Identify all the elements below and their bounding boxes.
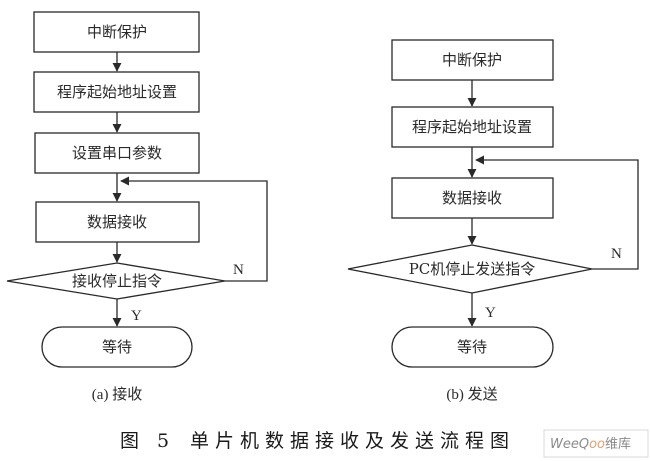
node-serial-params-a: 设置串口参数 [34,132,200,174]
watermark-frame [543,429,649,458]
node-label: 数据接收 [87,213,147,231]
process-box [391,39,554,81]
node-data-receive-b: 数据接收 [391,177,554,219]
node-label: 程序起始地址设置 [57,83,177,101]
no-label: N [233,262,244,278]
terminal-wait-a: 等待 [41,326,193,368]
decision-pc-stop-send: PC机停止发送指令 [347,244,593,294]
yes-label: Y [485,305,496,321]
node-label: 设置串口参数 [72,144,162,162]
terminal-label: 等待 [457,338,487,356]
subfigure-caption-b: (b) 发送 [446,386,497,403]
node-program-start-address-b: 程序起始地址设置 [391,106,554,148]
loop-back-no-a [120,176,268,282]
watermark-chinese: 维库 [605,436,631,452]
node-label: 中断保护 [442,51,502,69]
node-label: 数据接收 [442,189,502,207]
no-label: N [611,246,622,262]
subfigure-caption-a: (a) 接收 [92,386,142,403]
node-label: 中断保护 [87,23,147,41]
figure-title: 单片机数据接收及发送流程图 [190,430,515,452]
process-box [33,11,200,53]
watermark-wee: Wee [550,437,579,452]
decision-label: PC机停止发送指令 [409,260,536,278]
watermark-oo: oo [589,437,605,452]
decision-receive-stop: 接收停止指令 [6,262,226,300]
figure-caption: 图 5 单片机数据接收及发送流程图 [120,430,515,452]
node-label: 程序起始地址设置 [412,118,532,136]
terminal-shape [41,326,193,368]
decision-label: 接收停止指令 [72,272,162,290]
send-flowchart: 中断保护 程序起始地址设置 数据接收 PC机停止发送指令 N Y 等待 [347,39,639,403]
process-box [391,177,554,219]
yes-label: Y [131,308,142,324]
receive-flowchart: 中断保护 程序起始地址设置 设置串口参数 数据接收 接收停止指令 N [6,11,268,403]
node-program-start-address-a: 程序起始地址设置 [33,71,200,113]
process-box [34,132,200,174]
node-interrupt-protect-a: 中断保护 [33,11,200,53]
terminal-wait-b: 等待 [391,326,554,368]
loop-back-no-b [475,155,639,270]
watermark-text: WeeQoo维库 [550,436,631,452]
terminal-shape [391,326,554,368]
node-interrupt-protect-b: 中断保护 [391,39,554,81]
watermark: WeeQoo维库 [543,429,649,458]
node-data-receive-a: 数据接收 [35,201,200,243]
terminal-label: 等待 [102,338,132,356]
figure-number: 图 5 [120,430,175,452]
watermark-q: Q [579,437,589,452]
process-box [33,71,200,113]
